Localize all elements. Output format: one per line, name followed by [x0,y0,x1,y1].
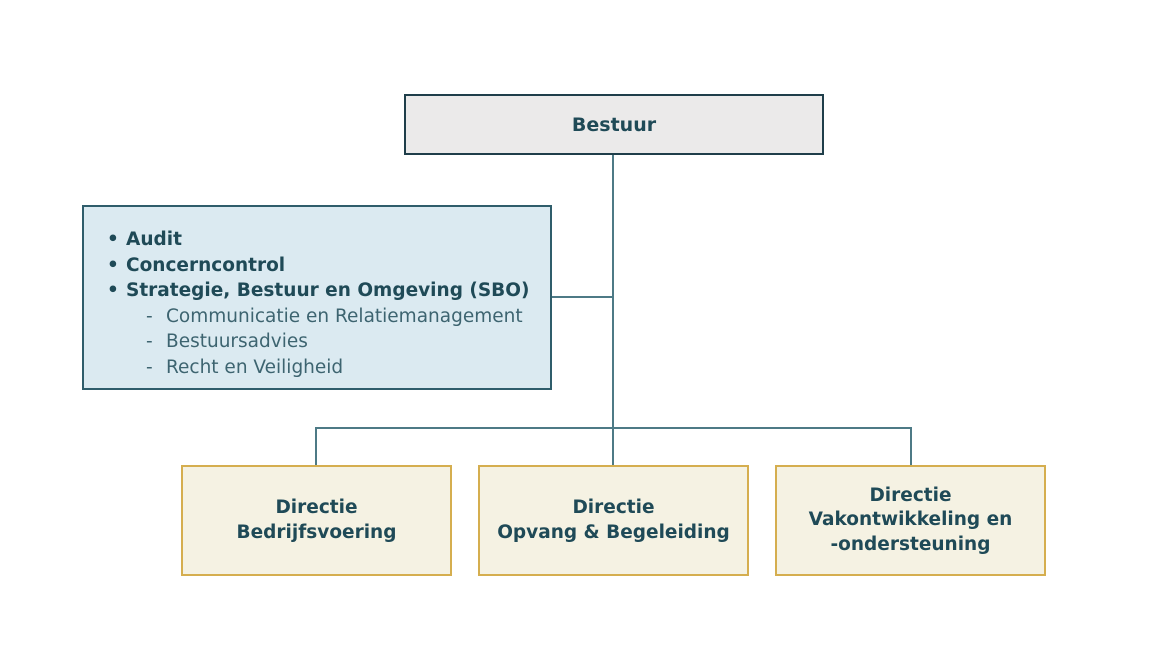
sub-unit-label: Bestuursadvies [166,331,308,352]
staff-unit-audit: • Audit [104,227,550,253]
directorate-label-line: Vakontwikkeling en [808,509,1013,531]
staff-unit-label: Audit [126,229,182,250]
staff-unit-sbo: • Strategie, Bestuur en Omgeving (SBO) -… [104,278,550,380]
bullet-icon: • [107,280,119,301]
directorate-box-opvang: Directie Opvang & Begeleiding [478,465,749,576]
directorate-label-line: Directie [869,484,952,506]
dash-icon: - [146,331,153,352]
bullet-icon: • [107,254,119,276]
dash-icon: - [146,305,153,327]
staff-unit-label: Concerncontrol [126,254,286,276]
sub-unit-bestuursadvies: - Bestuursadvies [126,329,550,355]
sub-unit-communicatie: - Communicatie en Relatiemanagement [126,304,550,330]
directorate-label-line: -ondersteuning [830,533,991,555]
directorate-box-bedrijfsvoering: Directie Bedrijfsvoering [181,465,452,576]
directorate-label-line: Directie [572,497,655,518]
dash-icon: - [146,356,153,378]
staff-units-box: • Audit • Concerncontrol • Strategie, Be… [82,205,552,390]
directorate-box-vakontwikkeling: Directie Vakontwikkeling en -ondersteuni… [775,465,1046,576]
sub-unit-recht: - Recht en Veiligheid [126,355,550,381]
directorate-label-line: Directie [275,497,358,518]
directorate-label-line: Bedrijfsvoering [236,521,397,543]
staff-unit-list: • Audit • Concerncontrol • Strategie, Be… [104,227,550,380]
sub-unit-label: Recht en Veiligheid [166,356,344,378]
staff-unit-concerncontrol: • Concerncontrol [104,253,550,279]
staff-unit-label: Strategie, Bestuur en Omgeving (SBO) [126,280,530,301]
bestuur-box: Bestuur [404,94,824,155]
sub-unit-label: Communicatie en Relatiemanagement [166,305,523,327]
directorate-label-line: Opvang & Begeleiding [497,521,730,543]
bestuur-label: Bestuur [571,113,657,136]
sbo-sub-unit-list: - Communicatie en Relatiemanagement - Be… [126,304,550,381]
bullet-icon: • [107,229,119,250]
